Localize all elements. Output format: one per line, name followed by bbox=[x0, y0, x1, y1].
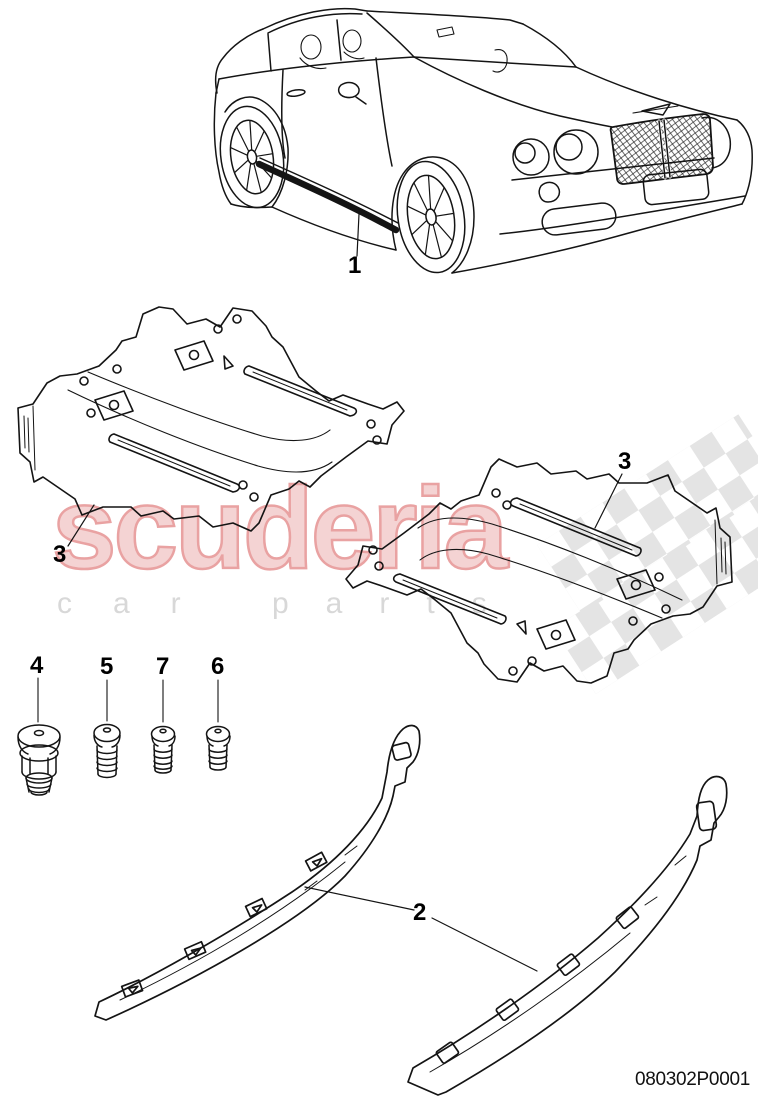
callout-4-label: 4 bbox=[30, 652, 44, 679]
callout-6-label: 6 bbox=[211, 653, 225, 680]
leader-line-2-left bbox=[304, 886, 415, 911]
fastener-grommet-drawing bbox=[17, 677, 61, 796]
fastener-screw-large-drawing bbox=[93, 679, 121, 779]
watermark-subtitle-word1: car bbox=[57, 587, 222, 620]
hood-badge-icon bbox=[632, 103, 679, 116]
sill-strip-highlight bbox=[255, 160, 400, 234]
door-handle bbox=[286, 89, 306, 97]
car-illustration bbox=[213, 7, 753, 274]
callout-7-label: 7 bbox=[156, 653, 170, 680]
leader-line-2-right bbox=[431, 917, 538, 972]
callout-3-left-label: 3 bbox=[53, 541, 67, 568]
bumper-intake bbox=[541, 202, 617, 236]
front-wheel bbox=[396, 160, 466, 274]
sill-strip-right-drawing bbox=[407, 775, 728, 1096]
fastener-screw-medium-drawing bbox=[150, 679, 176, 774]
leader-line-3-right bbox=[594, 473, 623, 529]
side-mirror bbox=[337, 81, 367, 105]
leader-line-1 bbox=[356, 213, 360, 257]
underbody-cover-left bbox=[17, 306, 405, 532]
watermark-brand-text: scuderia bbox=[51, 463, 510, 593]
callout-3-right-label: 3 bbox=[618, 448, 632, 475]
callout-2-label: 2 bbox=[413, 899, 427, 926]
sill-strip-left-drawing bbox=[94, 724, 421, 1021]
rear-wheel bbox=[219, 105, 285, 209]
callout-5-label: 5 bbox=[100, 653, 114, 680]
callout-1-label: 1 bbox=[348, 252, 362, 279]
license-plate-recess bbox=[642, 168, 710, 206]
leader-line-3-left bbox=[67, 504, 95, 547]
diagram-code: 080302P0001 bbox=[634, 1069, 750, 1090]
fastener-screw-small-drawing bbox=[205, 679, 231, 771]
interior-details bbox=[299, 26, 508, 73]
headlights bbox=[512, 116, 732, 203]
